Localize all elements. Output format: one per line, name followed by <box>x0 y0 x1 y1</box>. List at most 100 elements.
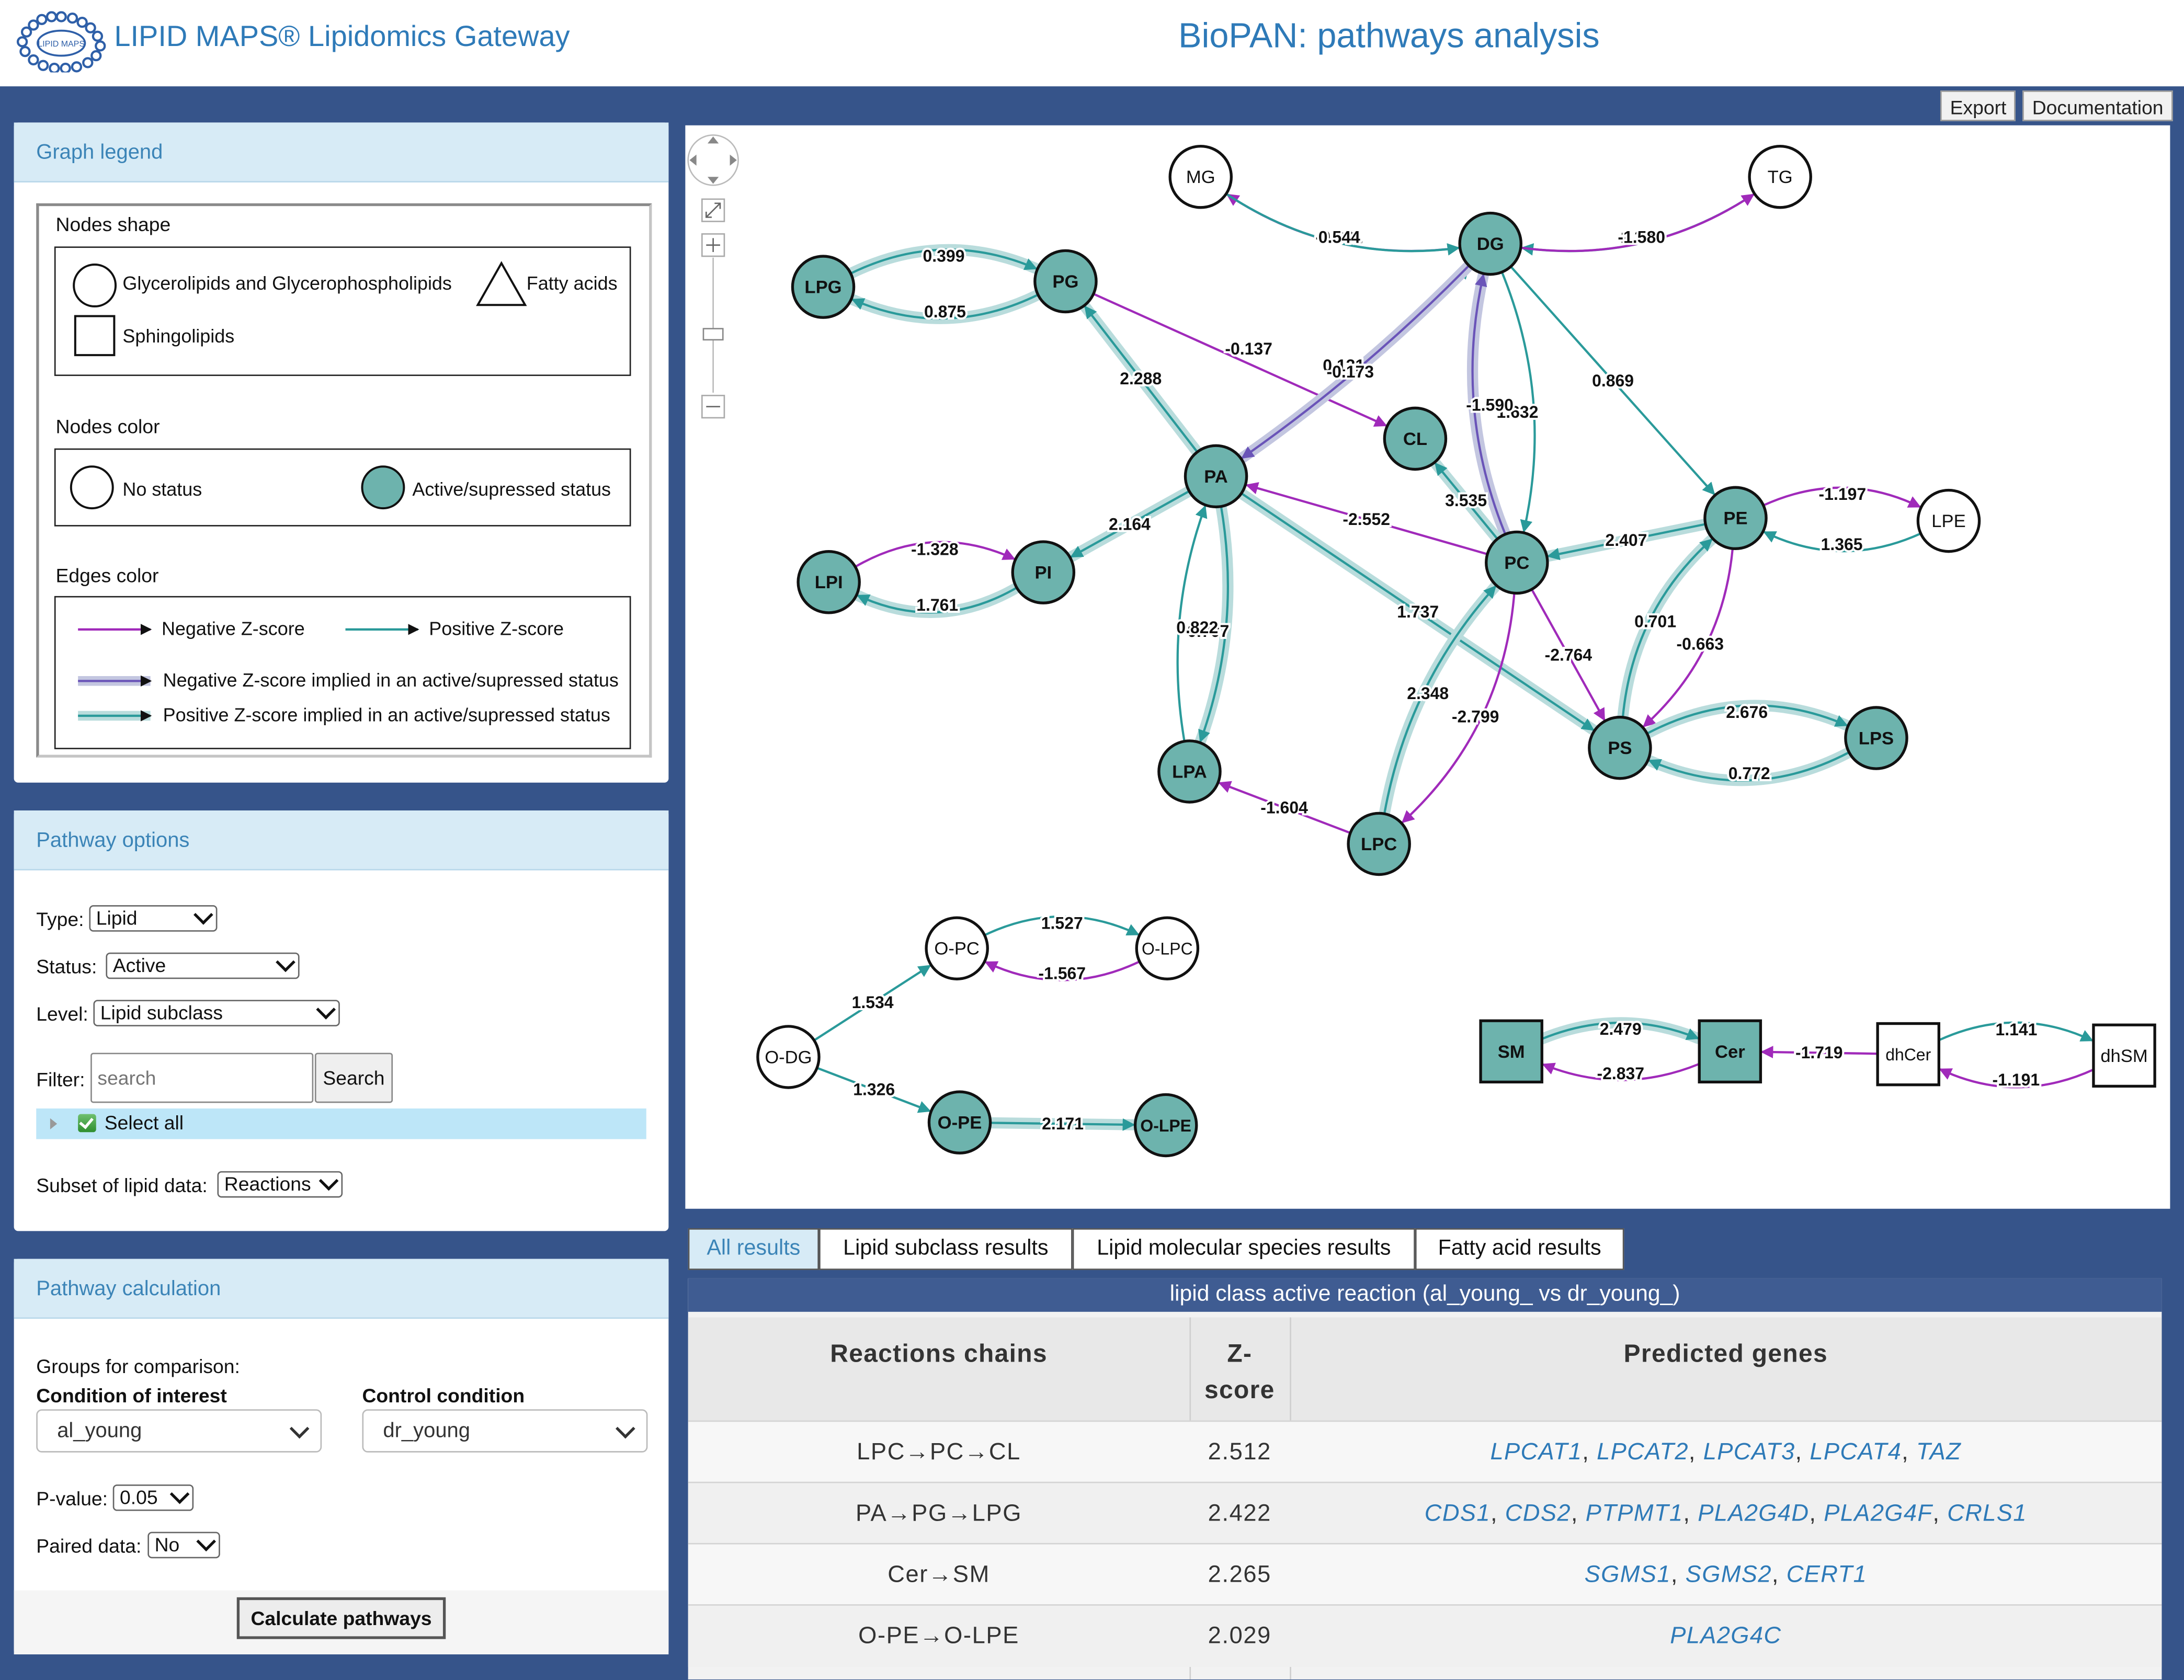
gene-link[interactable]: LPCAT3 <box>1703 1438 1795 1465</box>
col-predicted-genes[interactable]: Predicted genes <box>1623 1340 1828 1368</box>
documentation-button[interactable]: Documentation <box>2022 90 2174 121</box>
node-pg[interactable]: PG <box>1033 249 1098 314</box>
node-sm[interactable]: SM <box>1479 1019 1543 1084</box>
edge-pc-to-dg[interactable] <box>1471 273 1507 535</box>
node-lps[interactable]: LPS <box>1844 706 1908 770</box>
zoom-slider-handle[interactable] <box>702 328 724 341</box>
node-lpe[interactable]: LPE <box>1916 488 1981 553</box>
checkbox-checked-icon[interactable] <box>78 1114 96 1133</box>
edge-o-pe-to-o-lpe[interactable] <box>990 1118 1135 1131</box>
gene-link[interactable]: SGMS2 <box>1685 1561 1772 1588</box>
tab-fatty-acid-results[interactable]: Fatty acid results <box>1415 1228 1624 1270</box>
node-o-pc[interactable]: O-PC <box>925 916 989 980</box>
edge-pi-to-lpi[interactable] <box>856 587 1018 614</box>
edge-pc-to-ps[interactable] <box>1530 589 1606 721</box>
node-o-lpc[interactable]: O-LPC <box>1135 916 1200 980</box>
edge-mg-to-dg[interactable] <box>1225 192 1460 256</box>
pvalue-select[interactable]: 0.05 <box>112 1484 194 1511</box>
gene-link[interactable]: PTPMT1 <box>1585 1500 1684 1526</box>
edge-dhcer-to-cer[interactable] <box>1760 1046 1878 1059</box>
node-lpa[interactable]: LPA <box>1157 739 1222 804</box>
edge-pc-to-pa[interactable] <box>1245 482 1488 555</box>
node-lpg[interactable]: LPG <box>791 255 856 319</box>
node-o-lpe[interactable]: O-LPE <box>1133 1093 1198 1158</box>
edge-lps-to-ps[interactable] <box>1648 751 1850 782</box>
edge-ps-to-lps[interactable] <box>1646 704 1848 735</box>
edge-o-dg-to-o-pc[interactable] <box>813 965 931 1042</box>
expand-triangle-icon[interactable] <box>50 1118 58 1129</box>
edge-lpc-to-pc[interactable] <box>1383 585 1497 814</box>
zoom-in-button[interactable] <box>701 233 725 257</box>
tab-lipid-subclass-results[interactable]: Lipid subclass results <box>819 1228 1073 1270</box>
gene-link[interactable]: LPCAT2 <box>1597 1438 1689 1465</box>
node-cl[interactable]: CL <box>1383 406 1448 471</box>
gene-link[interactable]: LPCAT1 <box>1490 1438 1583 1465</box>
edge-cer-to-sm[interactable] <box>1542 1062 1700 1081</box>
edge-lpe-to-pe[interactable] <box>1763 531 1921 553</box>
control-select[interactable]: dr_young <box>362 1409 648 1453</box>
node-lpi[interactable]: LPI <box>797 550 861 614</box>
node-pe[interactable]: PE <box>1703 486 1768 551</box>
edge-dhcer-to-dhsm[interactable] <box>1938 1021 2094 1042</box>
tab-lipid-molecular-species-results[interactable]: Lipid molecular species results <box>1072 1228 1415 1270</box>
edge-dhsm-to-dhcer[interactable] <box>1939 1068 2094 1089</box>
edge-pa-to-pi[interactable] <box>1070 490 1190 558</box>
zoom-out-button[interactable] <box>701 395 725 419</box>
edge-dg-to-pc[interactable] <box>1500 271 1536 533</box>
edge-pe-to-pc[interactable] <box>1546 523 1706 561</box>
gene-link[interactable]: CDS1 <box>1424 1500 1491 1526</box>
node-dhcer[interactable]: dhCer <box>1876 1022 1940 1087</box>
gene-link[interactable]: PLA2G4C <box>1670 1622 1782 1649</box>
node-tg[interactable]: TG <box>1748 144 1812 209</box>
gene-link[interactable]: SGMS1 <box>1584 1561 1671 1588</box>
edge-o-pc-to-o-lpc[interactable] <box>984 915 1140 936</box>
node-dg[interactable]: DG <box>1458 211 1522 276</box>
lipid-maps-logo[interactable]: LIPID MAPS <box>16 11 106 73</box>
edge-lpc-to-lpa[interactable] <box>1218 781 1351 835</box>
gene-link[interactable]: CRLS1 <box>1947 1500 2027 1526</box>
edge-pe-to-lpe[interactable] <box>1762 486 1921 508</box>
calculate-pathways-button[interactable]: Calculate pathways <box>236 1597 446 1639</box>
edge-dg-to-pe[interactable] <box>1510 266 1715 496</box>
export-button[interactable]: Export <box>1940 90 2017 121</box>
site-title[interactable]: LIPID MAPS® Lipidomics Gateway <box>114 20 570 53</box>
edge-pc-to-lpc[interactable] <box>1401 593 1516 824</box>
node-cer[interactable]: Cer <box>1698 1019 1762 1084</box>
edge-dg-to-tg[interactable] <box>1520 193 1755 253</box>
node-o-pe[interactable]: O-PE <box>927 1090 992 1155</box>
gene-link[interactable]: TAZ <box>1916 1438 1962 1465</box>
gene-link[interactable]: CDS2 <box>1505 1500 1571 1526</box>
edge-lpa-to-pa[interactable] <box>1176 505 1208 742</box>
search-button[interactable]: Search <box>314 1053 393 1103</box>
edge-lpi-to-pi[interactable] <box>855 541 1016 568</box>
fit-view-button[interactable] <box>701 198 725 222</box>
edge-pa-to-pg[interactable] <box>1084 305 1198 453</box>
node-pa[interactable]: PA <box>1184 444 1248 509</box>
gene-link[interactable]: PLA2G4F <box>1824 1500 1933 1526</box>
node-mg[interactable]: MG <box>1168 144 1233 209</box>
col-zscore-1[interactable]: Z- <box>1227 1340 1253 1368</box>
edge-dg-to-pa[interactable] <box>1241 265 1470 459</box>
node-pi[interactable]: PI <box>1011 540 1076 604</box>
edge-pa-to-lpa[interactable] <box>1198 506 1229 743</box>
pathway-calculation-header[interactable]: Pathway calculation <box>14 1259 669 1319</box>
edge-pe-to-ps[interactable] <box>1642 548 1734 727</box>
node-dhsm[interactable]: dhSM <box>2092 1023 2156 1088</box>
paired-select[interactable]: No <box>147 1532 220 1559</box>
node-lpc[interactable]: LPC <box>1347 812 1411 876</box>
gene-link[interactable]: PLA2G4D <box>1698 1500 1810 1526</box>
node-o-dg[interactable]: O-DG <box>756 1025 821 1089</box>
col-zscore-2[interactable]: score <box>1204 1376 1275 1404</box>
graph-legend-header[interactable]: Graph legend <box>14 122 669 182</box>
filter-search-input[interactable] <box>90 1053 314 1103</box>
type-select[interactable]: Lipid <box>89 905 218 932</box>
edge-o-dg-to-o-pe[interactable] <box>816 1067 931 1113</box>
edge-lpg-to-pg[interactable] <box>850 248 1038 275</box>
level-select[interactable]: Lipid subclass <box>93 1000 340 1026</box>
gene-link[interactable]: CERT1 <box>1786 1561 1868 1588</box>
edge-o-lpc-to-o-pc[interactable] <box>984 961 1140 981</box>
edge-pc-to-cl[interactable] <box>1435 462 1498 540</box>
node-pc[interactable]: PC <box>1485 530 1549 595</box>
